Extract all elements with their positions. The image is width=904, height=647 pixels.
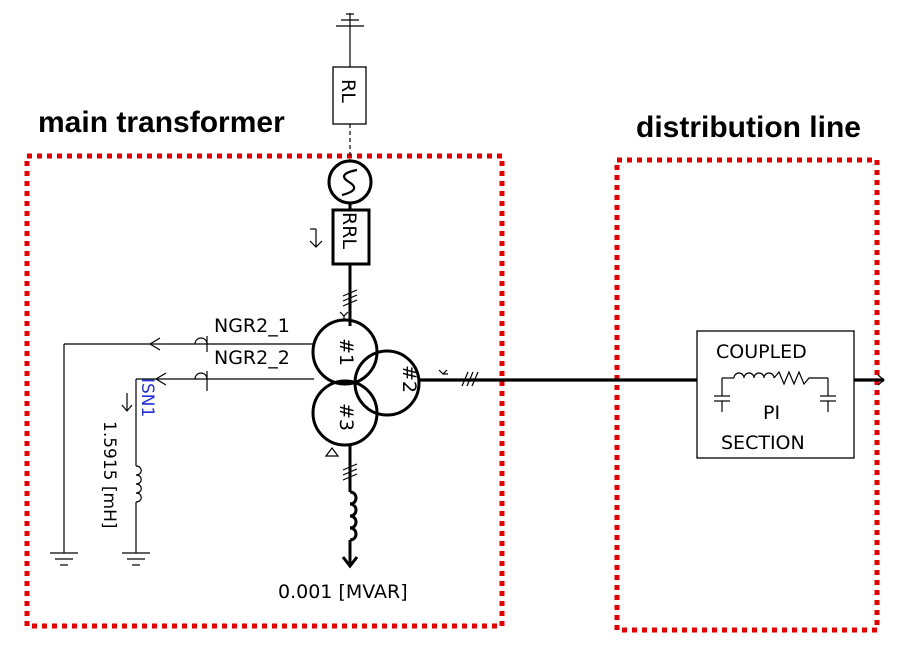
- pi-line3: SECTION: [721, 432, 805, 454]
- current-arrow-icon: [309, 228, 323, 248]
- distribution-line-heading: distribution line: [636, 111, 861, 144]
- ngr1-arrow-icon: [148, 337, 161, 351]
- main-transformer-region: [24, 153, 505, 629]
- voltage-source: [327, 159, 373, 205]
- load-inductor-icon: [341, 490, 359, 569]
- distribution-line-region: [614, 157, 880, 633]
- rrl-impedance: RRL: [331, 208, 371, 266]
- ground-icon-right: [122, 552, 150, 566]
- coupled-pi-section: COUPLED PI SECTION: [696, 330, 855, 459]
- ground-icon-top: [336, 13, 364, 27]
- current-meter-arrow-icon: [121, 393, 133, 412]
- winding-2-label: #2: [398, 365, 420, 393]
- main-transformer-heading: main transformer: [38, 106, 285, 139]
- bus-end-arrow-icon: [877, 374, 885, 386]
- three-phase-marks-bus: [438, 369, 479, 387]
- neutral-inductor-icon: [135, 465, 142, 503]
- pi-line1: COUPLED: [716, 341, 807, 363]
- rrl-label: RRL: [338, 212, 360, 249]
- three-phase-marks-bottom: [324, 447, 358, 481]
- ground-icon-left: [50, 552, 78, 566]
- inductance-value: 1.5915 [mH]: [99, 421, 119, 529]
- source-s-icon: [341, 168, 358, 197]
- ngr1-label: NGR2_1: [214, 315, 290, 337]
- load-value: 0.001 [MVAR]: [278, 581, 408, 603]
- rl-label: RL: [337, 79, 359, 103]
- winding-3-label: #3: [335, 403, 357, 431]
- three-winding-transformer: #1 #2 #3: [311, 318, 421, 447]
- rl-impedance: RL: [332, 66, 367, 125]
- winding-1-label: #1: [335, 338, 357, 366]
- isn-label: ISN1: [137, 378, 157, 417]
- ngr2-label: NGR2_2: [214, 347, 290, 369]
- pi-symbol-icon: [714, 370, 836, 412]
- three-phase-marks-top: [339, 289, 358, 321]
- ngr2-arrow-icon: [154, 372, 167, 386]
- pi-line2: PI: [763, 402, 780, 424]
